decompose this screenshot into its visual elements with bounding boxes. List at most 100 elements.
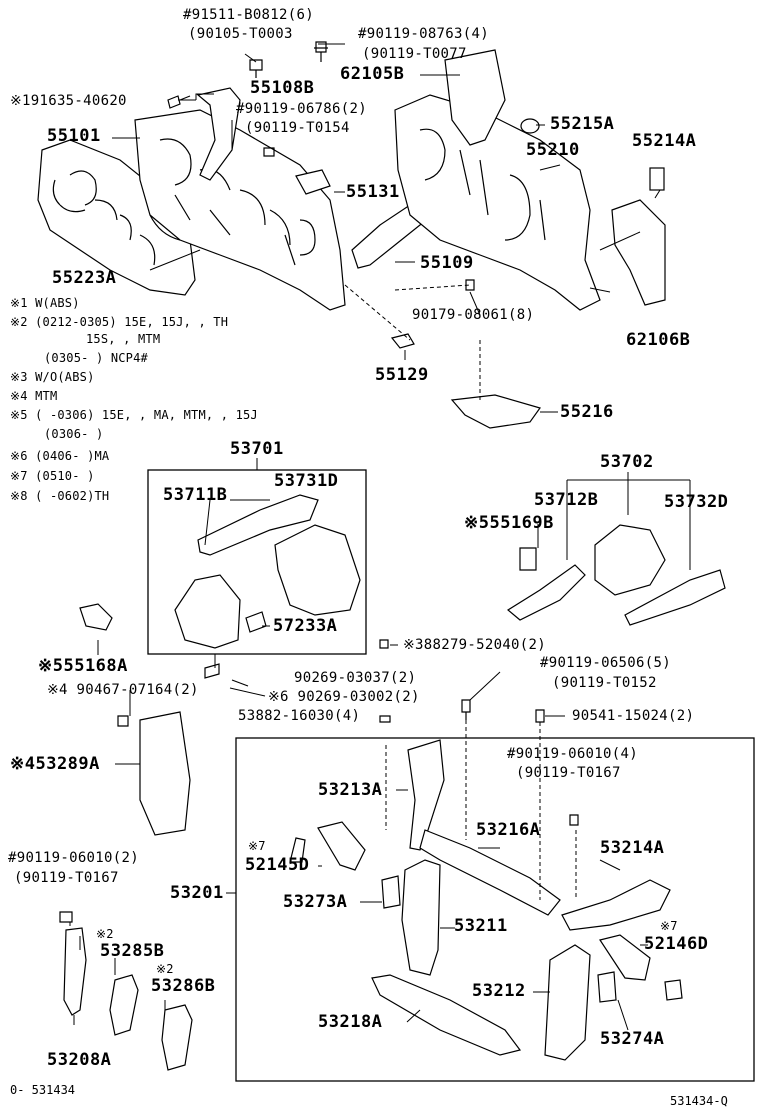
label-53214a: 53214A (600, 838, 665, 858)
part-big-apron-left (274, 524, 361, 616)
label-57233a: 57233A (273, 616, 338, 636)
part-55101-shape (134, 109, 346, 311)
label-53285b: 53285B (100, 941, 165, 961)
label-90119-t0152: (90119-T0152 (552, 675, 657, 691)
part-53216a-shape (419, 829, 561, 916)
label-90269-03037: 90269-03037(2) (294, 670, 417, 686)
label-90119-t0154: (90119-T0154 (245, 120, 350, 136)
note-7: ※7 (0510- ) (10, 469, 95, 483)
bolt-88279 (379, 639, 389, 649)
bolt-90541 (535, 709, 545, 723)
bolt-53882 (379, 715, 391, 723)
part-53702-shape (594, 524, 666, 596)
part-53285b-shape (109, 974, 139, 1036)
bolt-90467 (117, 715, 129, 727)
label-55210: 55210 (526, 140, 580, 160)
part-55169b-shape (519, 547, 537, 571)
part-55210-shape (394, 94, 601, 311)
part-53218a-shape (371, 974, 522, 1056)
label-55169b: ※555169B (464, 513, 554, 533)
part-53286b-shape (161, 1004, 193, 1071)
label-55214a: 55214A (632, 131, 697, 151)
label-55101: 55101 (47, 126, 101, 146)
part-55131-shape (295, 169, 331, 195)
bolt-shapes-top (167, 41, 328, 157)
label-90467-07164: ※4 90467-07164(2) (47, 682, 199, 698)
bolt-90269 (204, 663, 249, 687)
label-90119-06506: #90119-06506(5) (540, 655, 671, 671)
part-52146d-shape (599, 934, 651, 981)
label-53208a: 53208A (47, 1050, 112, 1070)
part-53732d-shape (624, 569, 726, 626)
label-53213a: 53213A (318, 780, 383, 800)
label-53286b: 53286B (151, 976, 216, 996)
label-53218a: 53218A (318, 1012, 383, 1032)
label-53212: 53212 (472, 981, 526, 1001)
label-90119-06010-right: #90119-06010(4) (507, 746, 638, 762)
note-6: ※6 (0406- )MA (10, 449, 110, 463)
bracket-53702 (566, 472, 691, 570)
label-90541-15024: 90541-15024(2) (572, 708, 695, 724)
label-52145d: 52145D (245, 855, 310, 875)
label-55215a: 55215A (550, 114, 615, 134)
label-55108b: 55108B (250, 78, 315, 98)
footer-right-code: 531434-Q (670, 1094, 728, 1108)
leader-lines-upper (112, 43, 661, 413)
label-62105b: 62105B (340, 64, 405, 84)
part-53273a-shape (381, 875, 401, 909)
part-53212-shape (544, 944, 591, 1061)
part-53731d-shape (197, 494, 319, 556)
part-53712b-shape (506, 564, 586, 621)
note-1: ※1 W(ABS) (10, 296, 80, 310)
note-2: ※2 (0212-0305) 15E, 15J, , TH (10, 315, 229, 329)
label-53732d: 53732D (664, 492, 729, 512)
note-5-cont: (0306- ) (44, 427, 104, 441)
label-53273a: 53273A (283, 892, 348, 912)
label-star7-b: ※7 (660, 919, 678, 933)
part-53289a-shape (139, 711, 191, 836)
label-90119-t0167-left: (90119-T0167 (14, 870, 119, 886)
note-8: ※8 ( -0602)TH (10, 489, 110, 503)
label-53882-16030: 53882-16030(4) (238, 708, 361, 724)
label-55131: 55131 (346, 182, 400, 202)
label-90269-03002: ※6 90269-03002(2) (268, 689, 420, 705)
part-55129-shape (390, 333, 415, 349)
part-53214a-shape (561, 879, 671, 931)
note-4: ※4 MTM (10, 389, 58, 403)
label-53731d: 53731D (274, 471, 339, 491)
label-53712b: 53712B (534, 490, 599, 510)
label-53274a: 53274A (600, 1029, 665, 1049)
box-53201 (235, 737, 755, 1082)
label-55223a: 55223A (52, 268, 117, 288)
bracket-52146d-small (664, 979, 683, 1001)
label-191635-40620: ※191635-40620 (10, 93, 127, 109)
label-star2-b: ※2 (156, 962, 174, 976)
part-55216-shape (450, 394, 541, 429)
label-90119-06010-left: #90119-06010(2) (8, 850, 139, 866)
label-53289a: ※453289A (10, 754, 100, 774)
label-53201: 53201 (170, 883, 224, 903)
leader-lines-middle (97, 499, 565, 765)
note-2-cont2: (0305- ) NCP4# (44, 351, 148, 365)
bolt-90119-06506 (461, 699, 471, 720)
label-90119-08763: #90119-08763(4) (358, 26, 489, 42)
part-57233a-shape (245, 611, 267, 633)
label-star7-a: ※7 (248, 839, 266, 853)
leader-lines-lower (69, 720, 648, 1031)
label-53711b: 53711B (163, 485, 228, 505)
part-55223a-shape (37, 139, 196, 296)
label-88279-52040: ※388279-52040(2) (403, 637, 546, 653)
note-2-cont: 15S, , MTM (86, 332, 161, 346)
label-90119-t0077: (90119-T0077 (362, 46, 467, 62)
label-53211: 53211 (454, 916, 508, 936)
label-90105-t0003: (90105-T0003 (188, 26, 293, 42)
label-star2-a: ※2 (96, 927, 114, 941)
label-53216a: 53216A (476, 820, 541, 840)
part-55214a-shape (649, 167, 665, 191)
bolt-90119-06010-r (569, 814, 579, 826)
part-55168a-shape (79, 603, 113, 631)
part-53211-shape (401, 859, 441, 976)
label-62106b: 62106B (626, 330, 691, 350)
